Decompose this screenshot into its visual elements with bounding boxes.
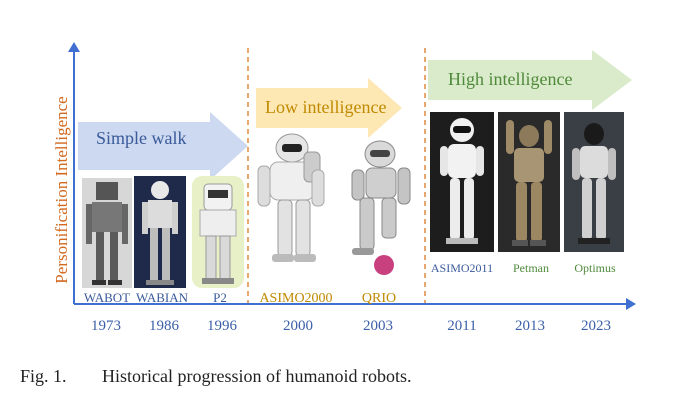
figure-caption-text: Historical progression of humanoid robot… <box>102 366 412 386</box>
year-label-2011: 2011 <box>447 318 476 334</box>
robot-photo-wabot <box>82 178 132 288</box>
robot-photo-optimus <box>564 112 624 252</box>
robot-photo-asimo2011 <box>430 112 494 252</box>
year-label-2003: 2003 <box>363 318 393 334</box>
year-label-1996: 1996 <box>207 318 238 334</box>
stage-label-simple-walk: Simple walk <box>96 128 187 148</box>
robot-photo-petman <box>498 112 560 252</box>
robot-photo-wabian <box>134 176 186 288</box>
stage-arrow-simple-walk <box>78 112 248 180</box>
year-label-1986: 1986 <box>149 318 180 334</box>
robot-name-asimo2011: ASIMO2011 <box>431 261 493 275</box>
x-axis-arrowhead <box>626 298 636 310</box>
stage-arrow-low-intelligence <box>256 78 402 138</box>
robot-photo-qrio <box>351 140 411 275</box>
y-axis-label: Personification Intelligence <box>52 96 71 283</box>
robot-name-p2: P2 <box>213 290 227 305</box>
robot-name-qrio: QRIO <box>362 291 396 306</box>
stage-label-low-intelligence: Low intelligence <box>265 97 386 117</box>
robot-photo-asimo2000 <box>257 133 325 262</box>
robot-name-wabian: WABIAN <box>136 290 189 305</box>
stage-arrow-high-intelligence <box>428 50 632 110</box>
year-label-2000: 2000 <box>283 318 313 334</box>
year-label-2013: 2013 <box>515 318 545 334</box>
robot-photo-p2 <box>192 176 244 288</box>
figure-caption: Fig. 1. Historical progression of humanoi… <box>20 366 411 387</box>
robot-name-optimus: Optimus <box>574 261 616 275</box>
figure-number: Fig. 1. <box>20 366 67 386</box>
stage-label-high-intelligence: High intelligence <box>448 69 572 89</box>
y-axis-arrowhead <box>68 42 80 52</box>
robot-name-asimo2000: ASIMO2000 <box>259 291 332 306</box>
robot-name-petman: Petman <box>513 261 549 275</box>
year-label-2023: 2023 <box>581 318 611 334</box>
year-label-1973: 1973 <box>91 318 121 334</box>
robot-name-wabot: WABOT <box>84 290 130 305</box>
